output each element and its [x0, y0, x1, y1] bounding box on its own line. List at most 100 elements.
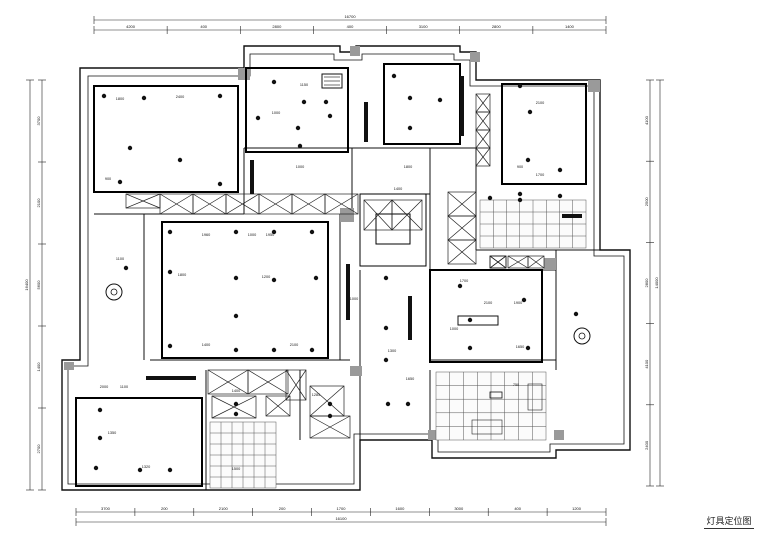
inner-wall [67, 53, 625, 485]
room-dimension-label: 750 [513, 383, 519, 387]
walls [61, 45, 631, 491]
room-dimension-label: 1950 [266, 233, 274, 237]
room-dimension-label: 1200 [262, 275, 270, 279]
dim-top-label: 1400 [565, 24, 575, 29]
column [588, 80, 600, 92]
room-dimension-label: 1100 [116, 257, 124, 261]
downlight [437, 97, 443, 103]
dim-top-total-label: 16700 [344, 14, 356, 19]
downlight [141, 95, 147, 101]
downlight [517, 197, 523, 203]
cabinet-hatch [475, 111, 491, 131]
downlight [271, 277, 277, 283]
room-dimension-label: 1000 [350, 297, 358, 301]
cabinet-hatch [447, 191, 477, 217]
downlight [123, 265, 129, 271]
dim-left-label: 5600 [36, 280, 41, 290]
cabinet-hatch [309, 385, 345, 417]
downlight [137, 467, 143, 473]
fridge [527, 383, 543, 411]
downlight [323, 99, 329, 105]
dim-right-label: 4100 [644, 115, 649, 125]
column [470, 52, 480, 62]
dim-top-label: 400 [347, 24, 354, 29]
downlight [233, 313, 239, 319]
cabinet-box [125, 193, 161, 209]
track-light [460, 76, 464, 136]
downlight [385, 401, 391, 407]
cabinet-hatch [211, 395, 257, 419]
room-dimension-label: 1800 [178, 273, 186, 277]
column [64, 362, 74, 370]
downlight [383, 275, 389, 281]
room-dimension-label: 1300 [388, 349, 396, 353]
downlight [295, 125, 301, 131]
room-dimension-label: 1000 [248, 233, 256, 237]
ceiling-outline [75, 397, 203, 487]
downlight [217, 93, 223, 99]
pendant-light [578, 332, 586, 340]
downlight [297, 143, 303, 149]
room-dimension-label: 1000 [272, 111, 280, 115]
dim-right-label: 2800 [644, 278, 649, 288]
column [554, 430, 564, 440]
room-dimension-label: 2400 [176, 95, 184, 99]
ceiling-outline [429, 269, 543, 363]
dim-right-label: 4100 [644, 359, 649, 369]
downlight [233, 401, 239, 407]
downlight [525, 345, 531, 351]
cabinet-hatch [527, 255, 545, 269]
dim-bottom-label: 3000 [454, 506, 464, 511]
stove [471, 419, 503, 435]
cabinet-hatch [291, 193, 326, 215]
dim-bottom-label: 400 [514, 506, 521, 511]
ceiling-outlines [75, 63, 587, 487]
downlight [271, 347, 277, 353]
pendant-light [573, 327, 591, 345]
cabinet-hatch [489, 255, 507, 269]
downlight [407, 125, 413, 131]
downlight [301, 99, 307, 105]
cabinet-hatch [192, 193, 227, 215]
cabinet-box [247, 369, 289, 395]
track-light [364, 102, 368, 142]
cabinet-hatch [507, 255, 529, 269]
cabinet-hatch [258, 193, 293, 215]
dim-top-label: 4200 [126, 24, 136, 29]
cabinet-hatch [447, 239, 477, 265]
cabinet-hatching [125, 93, 545, 439]
column [428, 430, 438, 440]
cabinet-box [391, 199, 423, 231]
downlight [391, 73, 397, 79]
room-dimension-label: 1400 [394, 187, 402, 191]
tile-grids [209, 199, 587, 489]
track-light [146, 376, 196, 380]
room-dimension-label: 1650 [406, 377, 414, 381]
cabinet-box [324, 193, 359, 215]
downlight [309, 229, 315, 235]
track-light [346, 264, 350, 320]
ceiling-outline [375, 213, 411, 245]
dim-right-label: 2500 [644, 197, 649, 207]
cabinet-box [527, 255, 545, 269]
dim-bottom-label: 1200 [572, 506, 582, 511]
room-dimension-label: 2000 [100, 385, 108, 389]
room-dimension-label: 2100 [484, 301, 492, 305]
dim-left-label: 1400 [36, 362, 41, 372]
room-dimension-label: 1000 [450, 327, 458, 331]
light-fixtures [93, 73, 591, 473]
dim-bottom-label: 1700 [337, 506, 347, 511]
downlight [517, 191, 523, 197]
room-dimension-label: 1350 [108, 431, 116, 435]
cabinet-hatch [125, 193, 161, 209]
room-dimension-label: 900 [517, 165, 523, 169]
downlight [217, 181, 223, 187]
downlight [233, 275, 239, 281]
downlight [457, 283, 463, 289]
room-dimension-label: 1400 [232, 389, 240, 393]
ceiling-outline [161, 221, 329, 359]
dim-left-label: 3700 [36, 116, 41, 126]
cabinet-hatch [324, 193, 359, 215]
